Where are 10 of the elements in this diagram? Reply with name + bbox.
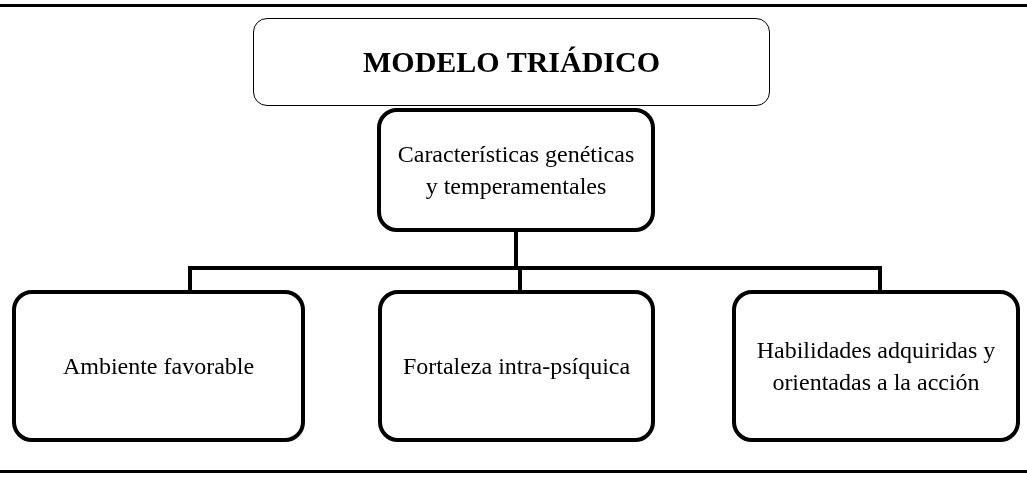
- rounded-box: [12, 290, 305, 442]
- rounded-box: [732, 290, 1020, 442]
- rounded-box: [377, 108, 655, 232]
- box-label: Habilidades adquiridas y orientadas a la acción: [755, 335, 997, 397]
- title-box: [253, 18, 770, 106]
- box-label: Características genéticas y temperamentales: [396, 139, 636, 201]
- rounded-box: [378, 290, 655, 442]
- box-label: Fortaleza intra-psíquica: [402, 351, 631, 381]
- box-label: Ambiente favorable: [62, 351, 255, 381]
- title-text: MODELO TRIÁDICO: [363, 43, 660, 80]
